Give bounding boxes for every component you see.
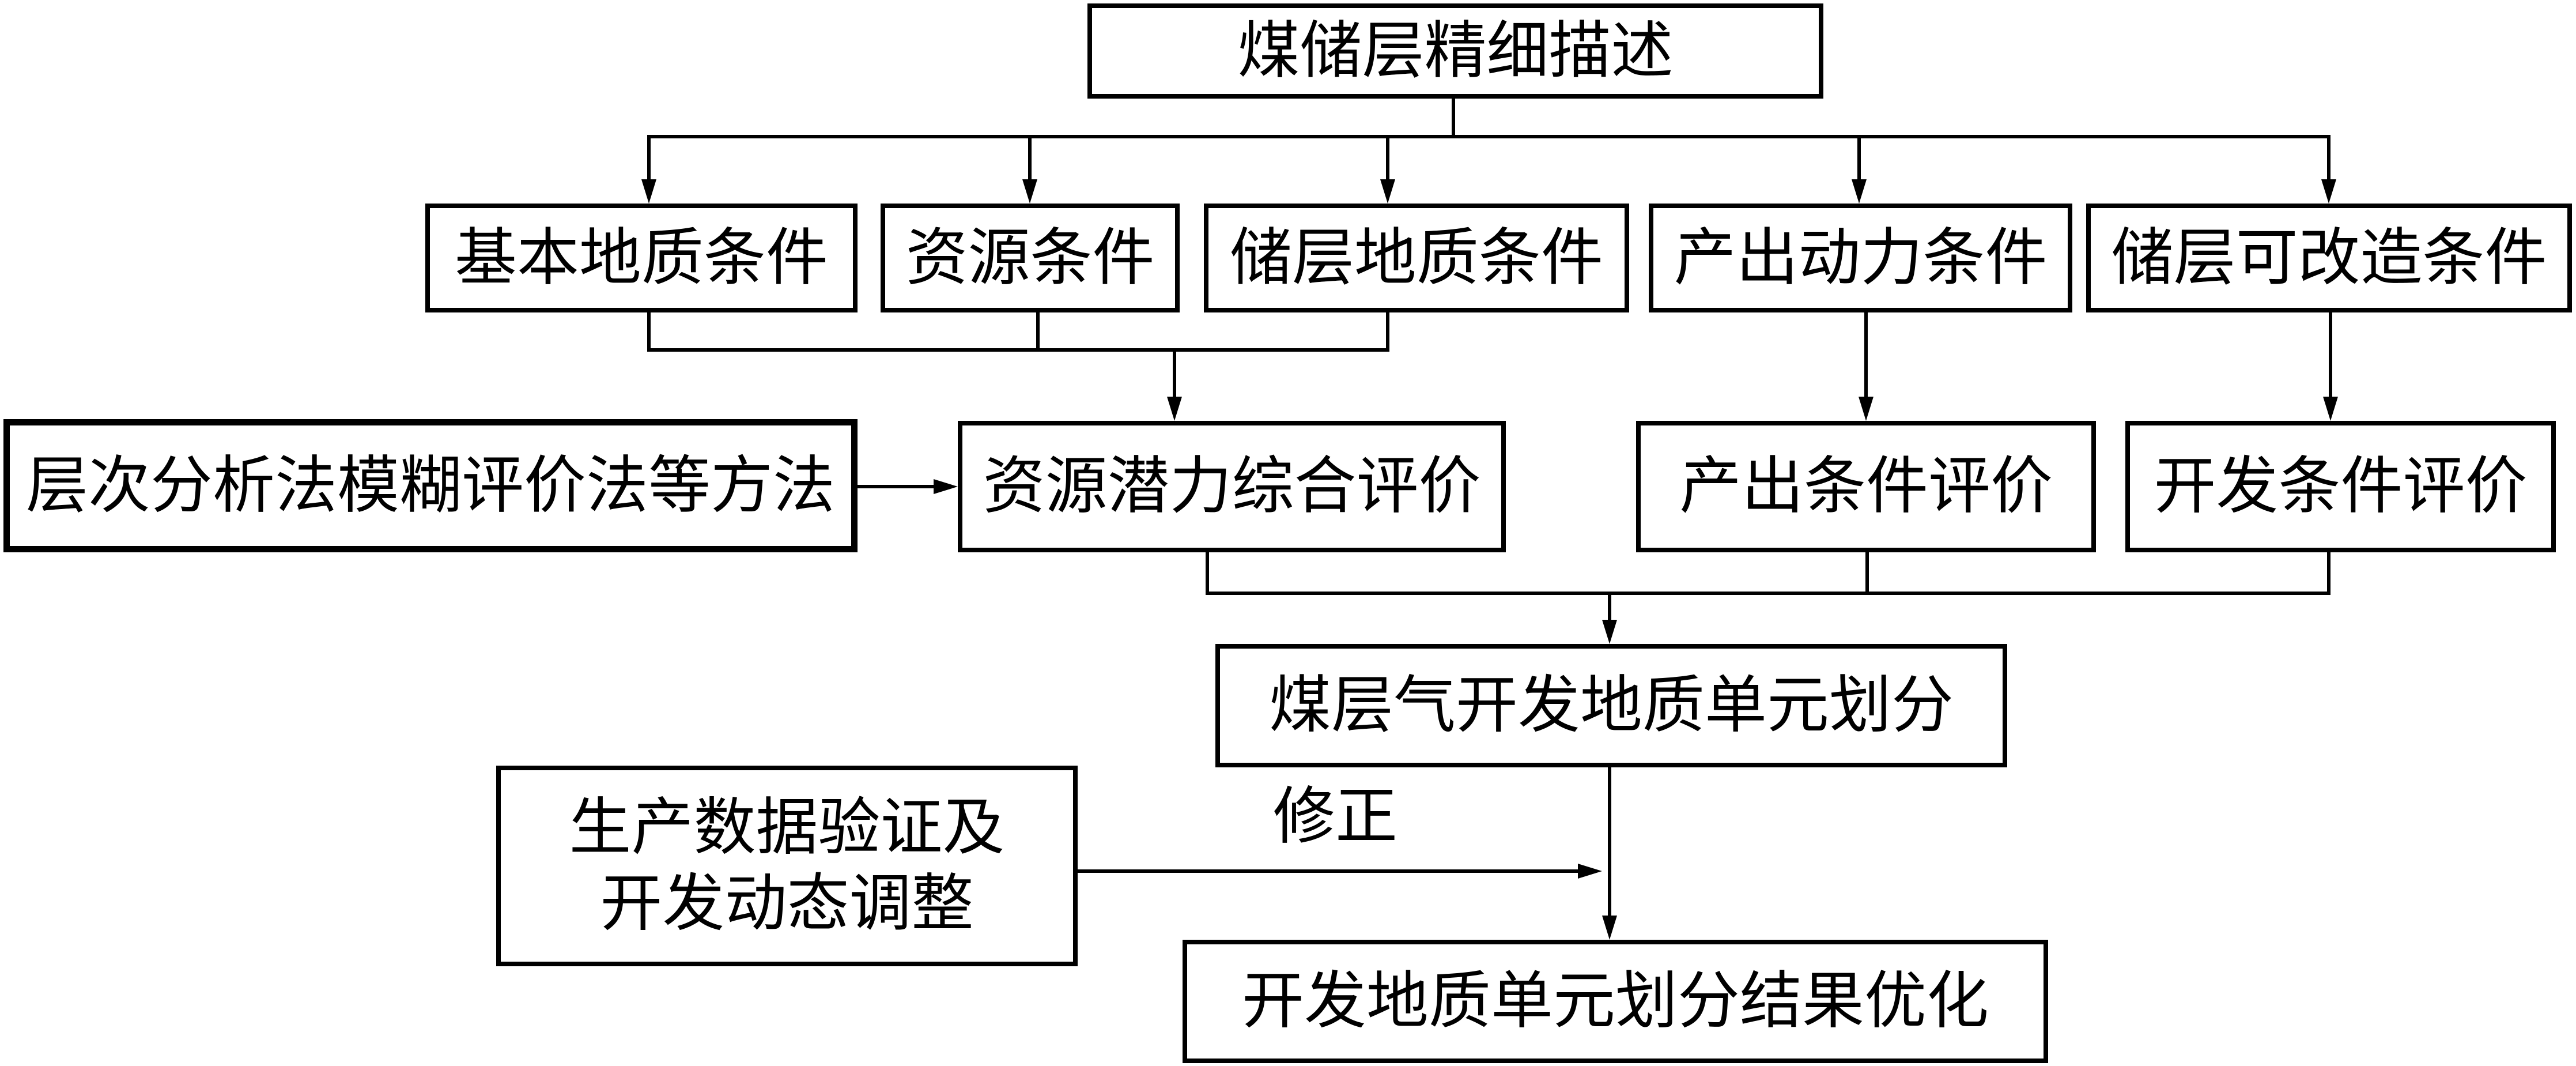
arrowhead xyxy=(934,479,958,494)
arrow-validation-correction xyxy=(1078,864,1602,879)
arrowhead xyxy=(1602,620,1617,644)
box-cbm-geological-unit-division: 煤层气开发地质单元划分 xyxy=(1215,644,2007,767)
arrowhead xyxy=(1022,179,1037,204)
arrowhead xyxy=(1578,864,1602,879)
arrowhead xyxy=(1380,179,1395,204)
arrow-to-development-evaluation xyxy=(2323,312,2338,421)
arrowhead xyxy=(2321,179,2336,204)
box-label: 产出条件评价 xyxy=(1679,450,2053,523)
arrowhead xyxy=(1167,397,1182,421)
box-label: 煤储层精细描述 xyxy=(1237,14,1674,87)
box-development-conditions-evaluation: 开发条件评价 xyxy=(2125,421,2556,552)
arrow-to-result-optimization xyxy=(1602,767,1617,940)
box-label: 储层地质条件 xyxy=(1229,221,1603,294)
arrow-to-reservoir-reformability xyxy=(2321,137,2336,204)
box-resource-potential-evaluation: 资源潜力综合评价 xyxy=(958,421,1506,552)
arrow-to-production-evaluation xyxy=(1859,312,1874,421)
box-resource-conditions: 资源条件 xyxy=(881,204,1180,312)
box-production-data-validation: 生产数据验证及 开发动态调整 xyxy=(496,766,1078,966)
box-reservoir-geology-conditions: 储层地质条件 xyxy=(1204,204,1629,312)
correction-label: 修正 xyxy=(1273,781,1398,853)
arrow-to-resource-potential xyxy=(1167,350,1182,421)
arrowhead xyxy=(1859,397,1874,421)
box-production-dynamics-conditions: 产出动力条件 xyxy=(1649,204,2072,312)
box-basic-geology-conditions: 基本地质条件 xyxy=(425,204,858,312)
arrow-to-production-dynamics xyxy=(1852,137,1867,204)
arrowhead xyxy=(1852,179,1867,204)
box-label-line: 开发动态调整 xyxy=(600,868,974,940)
box-coal-reservoir-description: 煤储层精细描述 xyxy=(1087,3,1823,99)
box-label: 开发条件评价 xyxy=(2154,450,2528,523)
arrowhead xyxy=(1602,916,1617,940)
connector-conditions-merge xyxy=(647,312,1389,352)
arrow-method-to-resource-potential xyxy=(858,479,958,494)
connector-source-trunk xyxy=(647,99,2331,138)
box-evaluation-methods: 层次分析法模糊评价法等方法 xyxy=(3,419,858,552)
box-label-line: 生产数据验证及 xyxy=(569,792,1005,864)
arrow-to-unit-division xyxy=(1602,593,1617,644)
box-label: 资源条件 xyxy=(905,221,1155,294)
box-label: 基本地质条件 xyxy=(454,221,828,294)
arrow-to-resource xyxy=(1022,137,1037,204)
box-label: 储层可改造条件 xyxy=(2111,221,2547,294)
arrow-to-reservoir-geology xyxy=(1380,137,1395,204)
connector-evaluations-merge xyxy=(1206,552,2331,595)
box-label: 产出动力条件 xyxy=(1674,221,2048,294)
box-label: 资源潜力综合评价 xyxy=(983,450,1481,523)
box-division-result-optimization: 开发地质单元划分结果优化 xyxy=(1183,940,2048,1063)
box-reservoir-reformability-conditions: 储层可改造条件 xyxy=(2086,204,2572,312)
box-label: 煤层气开发地质单元划分 xyxy=(1268,669,1954,742)
arrow-to-basic-geology xyxy=(641,137,656,204)
arrowhead xyxy=(2323,397,2338,421)
box-label: 开发地质单元划分结果优化 xyxy=(1241,965,1989,1038)
box-label: 层次分析法模糊评价法等方法 xyxy=(25,449,835,522)
box-production-conditions-evaluation: 产出条件评价 xyxy=(1636,421,2096,552)
arrowhead xyxy=(641,179,656,204)
